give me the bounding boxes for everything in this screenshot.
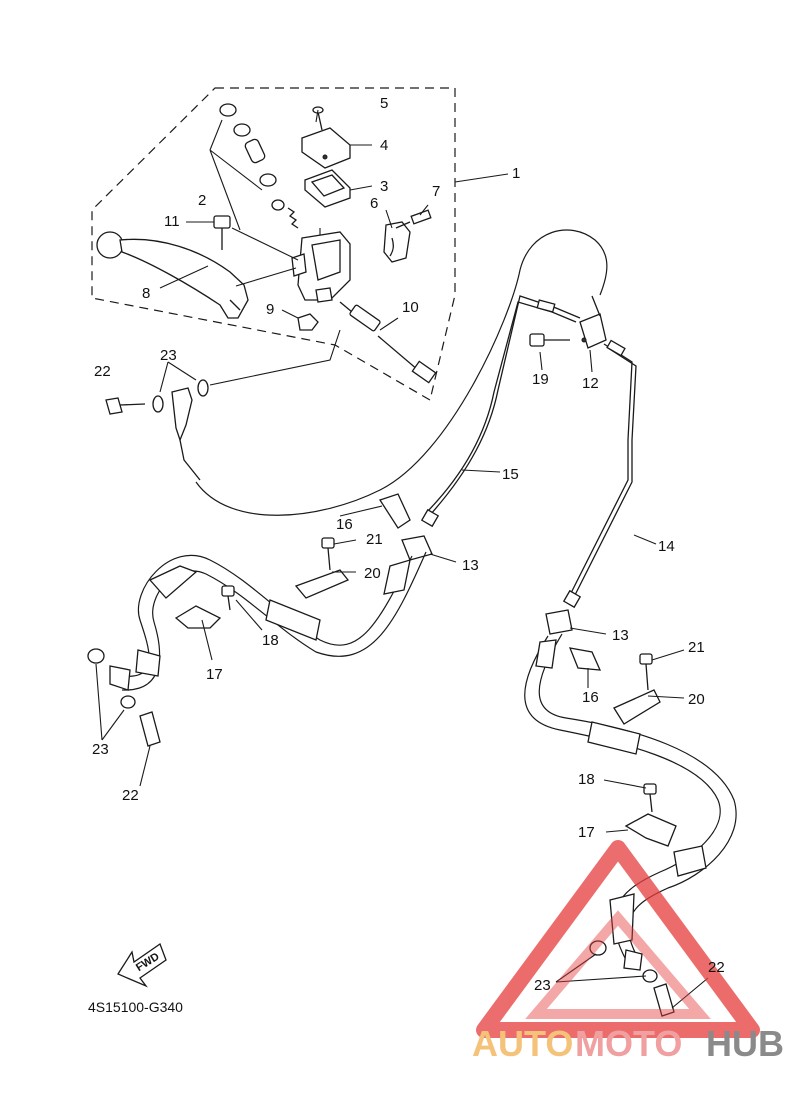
fwd-arrow-icon: FWD (117, 942, 167, 988)
callout-8: 8 (142, 285, 150, 302)
callout-7: 7 (432, 183, 440, 200)
callout-5: 5 (380, 95, 388, 112)
callout-4: 4 (380, 137, 388, 154)
callout-13b: 13 (612, 627, 629, 644)
left-hose-fitting-13 (401, 535, 433, 561)
right-hose-fitting-13 (545, 609, 573, 635)
callout-3: 3 (380, 178, 388, 195)
watermark-moto: MOTO (575, 1023, 682, 1064)
bracket-17-left (174, 605, 222, 629)
bracket-17-right (624, 813, 677, 847)
banjo-fitting-right-lower (589, 940, 675, 1017)
callout-18a: 18 (262, 632, 279, 649)
brake-hose-right (524, 635, 721, 961)
callout-20a: 20 (364, 565, 381, 582)
diagram-code: 4S15100-G340 (88, 999, 183, 1015)
holder-bolt (395, 209, 432, 229)
banjo-fitting-left-lower (87, 648, 161, 747)
callout-11: 11 (164, 213, 180, 230)
upper-banjo-fitting (171, 387, 201, 481)
callout-22b: 22 (122, 787, 139, 804)
brake-hose-left (121, 554, 413, 677)
lever-pivot-bolt (213, 215, 231, 250)
master-cylinder-holder (383, 221, 411, 263)
watermark-hub: HUB (706, 1023, 784, 1064)
callout-21b: 21 (688, 639, 705, 656)
callout-22c: 22 (708, 959, 725, 976)
brake-lever (96, 231, 249, 319)
lever-nut (297, 313, 319, 331)
watermark-auto: AUTO (472, 1023, 573, 1064)
callout-15: 15 (502, 466, 519, 483)
upper-washers (152, 379, 209, 413)
bolt-18-right (643, 783, 657, 813)
brake-pipe-15 (429, 295, 581, 516)
upper-banjo-bolt (105, 397, 146, 415)
callout-17b: 17 (578, 824, 595, 841)
clip-16-right (568, 647, 602, 671)
clip-16-left (379, 493, 411, 529)
callout-6: 6 (370, 195, 378, 212)
clamp-20-left (294, 569, 350, 599)
callout-12: 12 (582, 375, 599, 392)
brake-switch (339, 301, 437, 384)
callout-16a: 16 (336, 516, 353, 533)
callout-16b: 16 (582, 689, 599, 706)
bolt-18-left (221, 585, 235, 611)
brake-pipe-14 (569, 343, 633, 596)
assembly-boundary (91, 87, 456, 401)
diaphragm (304, 169, 351, 208)
callout-23a: 23 (160, 347, 177, 364)
callout-21a: 21 (366, 531, 383, 548)
bolt-21-right (639, 653, 653, 691)
callout-9: 9 (266, 301, 274, 318)
watermark-triangle (476, 840, 760, 1038)
brake-joint (579, 313, 607, 349)
callout-22a: 22 (94, 363, 111, 380)
callout-10: 10 (402, 299, 419, 316)
callout-18b: 18 (578, 771, 595, 788)
joint-bolt (529, 333, 570, 347)
hose-guard-left (135, 559, 411, 677)
reservoir-cap (301, 127, 351, 169)
callout-14: 14 (658, 538, 675, 555)
piston-kit (209, 103, 299, 231)
callout-19: 19 (532, 371, 549, 388)
hose-guard-right (535, 639, 707, 945)
callout-13a: 13 (462, 557, 479, 574)
callout-20b: 20 (688, 691, 705, 708)
callout-23b: 23 (92, 741, 109, 758)
bolt-21-left (321, 537, 335, 571)
master-cylinder-body (291, 231, 351, 303)
callout-23c: 23 (534, 977, 551, 994)
watermark-logo: AUTO MOTO HUB (472, 1023, 784, 1064)
callout-2: 2 (198, 192, 206, 209)
callout-17a: 17 (206, 666, 223, 683)
callout-1: 1 (512, 165, 520, 182)
brake-hose-upper (195, 229, 608, 516)
clamp-20-right (613, 689, 661, 725)
